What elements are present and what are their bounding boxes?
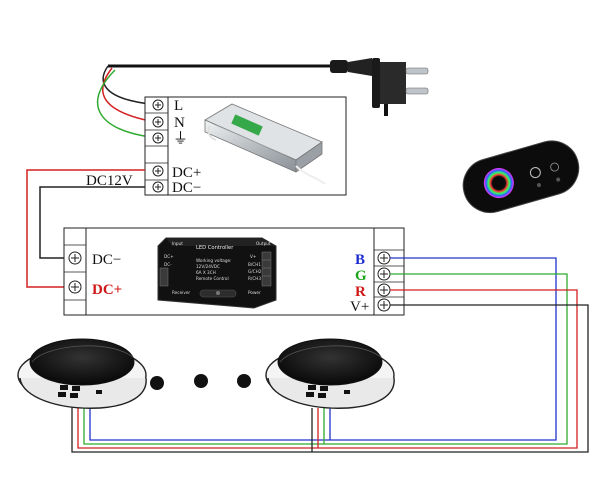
controller-dc-plus: DC+ bbox=[164, 254, 174, 259]
output-R-label: R bbox=[355, 284, 366, 300]
controller-spec-4: Remote Control bbox=[196, 276, 229, 281]
led-controller-icon: LED Controller Input Output Working volt… bbox=[157, 237, 277, 309]
controller-power: Power bbox=[248, 290, 261, 295]
controller-ch3: R/CH3 bbox=[248, 276, 261, 281]
terminal-L-label: L bbox=[174, 98, 183, 114]
controller-dc-plus-label: DC+ bbox=[92, 282, 122, 298]
screw-terminal-icon bbox=[68, 251, 391, 312]
dc-wires bbox=[26, 169, 145, 288]
controller-spec-2: 12V/24VDC bbox=[196, 264, 220, 269]
controller-receiver: Receiver bbox=[172, 290, 190, 295]
screw-terminal-icon bbox=[152, 99, 164, 193]
psu-terminal-strip bbox=[145, 97, 169, 195]
mains-cable bbox=[97, 64, 338, 138]
output-B-label: B bbox=[355, 252, 365, 268]
power-supply-icon bbox=[204, 103, 326, 185]
pool-light-icon bbox=[265, 338, 395, 409]
controller-title: LED Controller bbox=[196, 245, 234, 251]
controller-spec-1: Working voltage: bbox=[196, 258, 231, 263]
rgb-remote-icon bbox=[462, 140, 580, 214]
controller-spec-3: 6A X 3CH bbox=[196, 270, 216, 275]
output-Vplus-label: V+ bbox=[350, 299, 369, 315]
rgb-output-wires bbox=[71, 257, 589, 453]
terminal-dc-minus-label: DC− bbox=[172, 180, 201, 196]
controller-dc-minus-label: DC− bbox=[92, 252, 121, 268]
terminal-ground-label: ⏚ bbox=[173, 130, 188, 147]
pool-light-icon bbox=[17, 338, 147, 409]
controller-ch-vplus: V+ bbox=[250, 254, 257, 259]
controller-dc-minus: DC- bbox=[164, 262, 172, 267]
terminal-dc-plus-label: DC+ bbox=[172, 165, 201, 181]
ellipsis-dots-icon bbox=[150, 374, 251, 390]
terminal-N-label: N bbox=[174, 115, 185, 131]
controller-ch1: B/CH1 bbox=[248, 262, 261, 267]
controller-ch2: G/CH2 bbox=[248, 269, 262, 274]
power-plug-icon bbox=[330, 58, 429, 116]
dc12v-label: DC12V bbox=[86, 173, 133, 189]
controller-input-tab: Input bbox=[172, 241, 183, 246]
controller-output-tab: Output bbox=[256, 241, 271, 246]
output-G-label: G bbox=[355, 268, 367, 284]
